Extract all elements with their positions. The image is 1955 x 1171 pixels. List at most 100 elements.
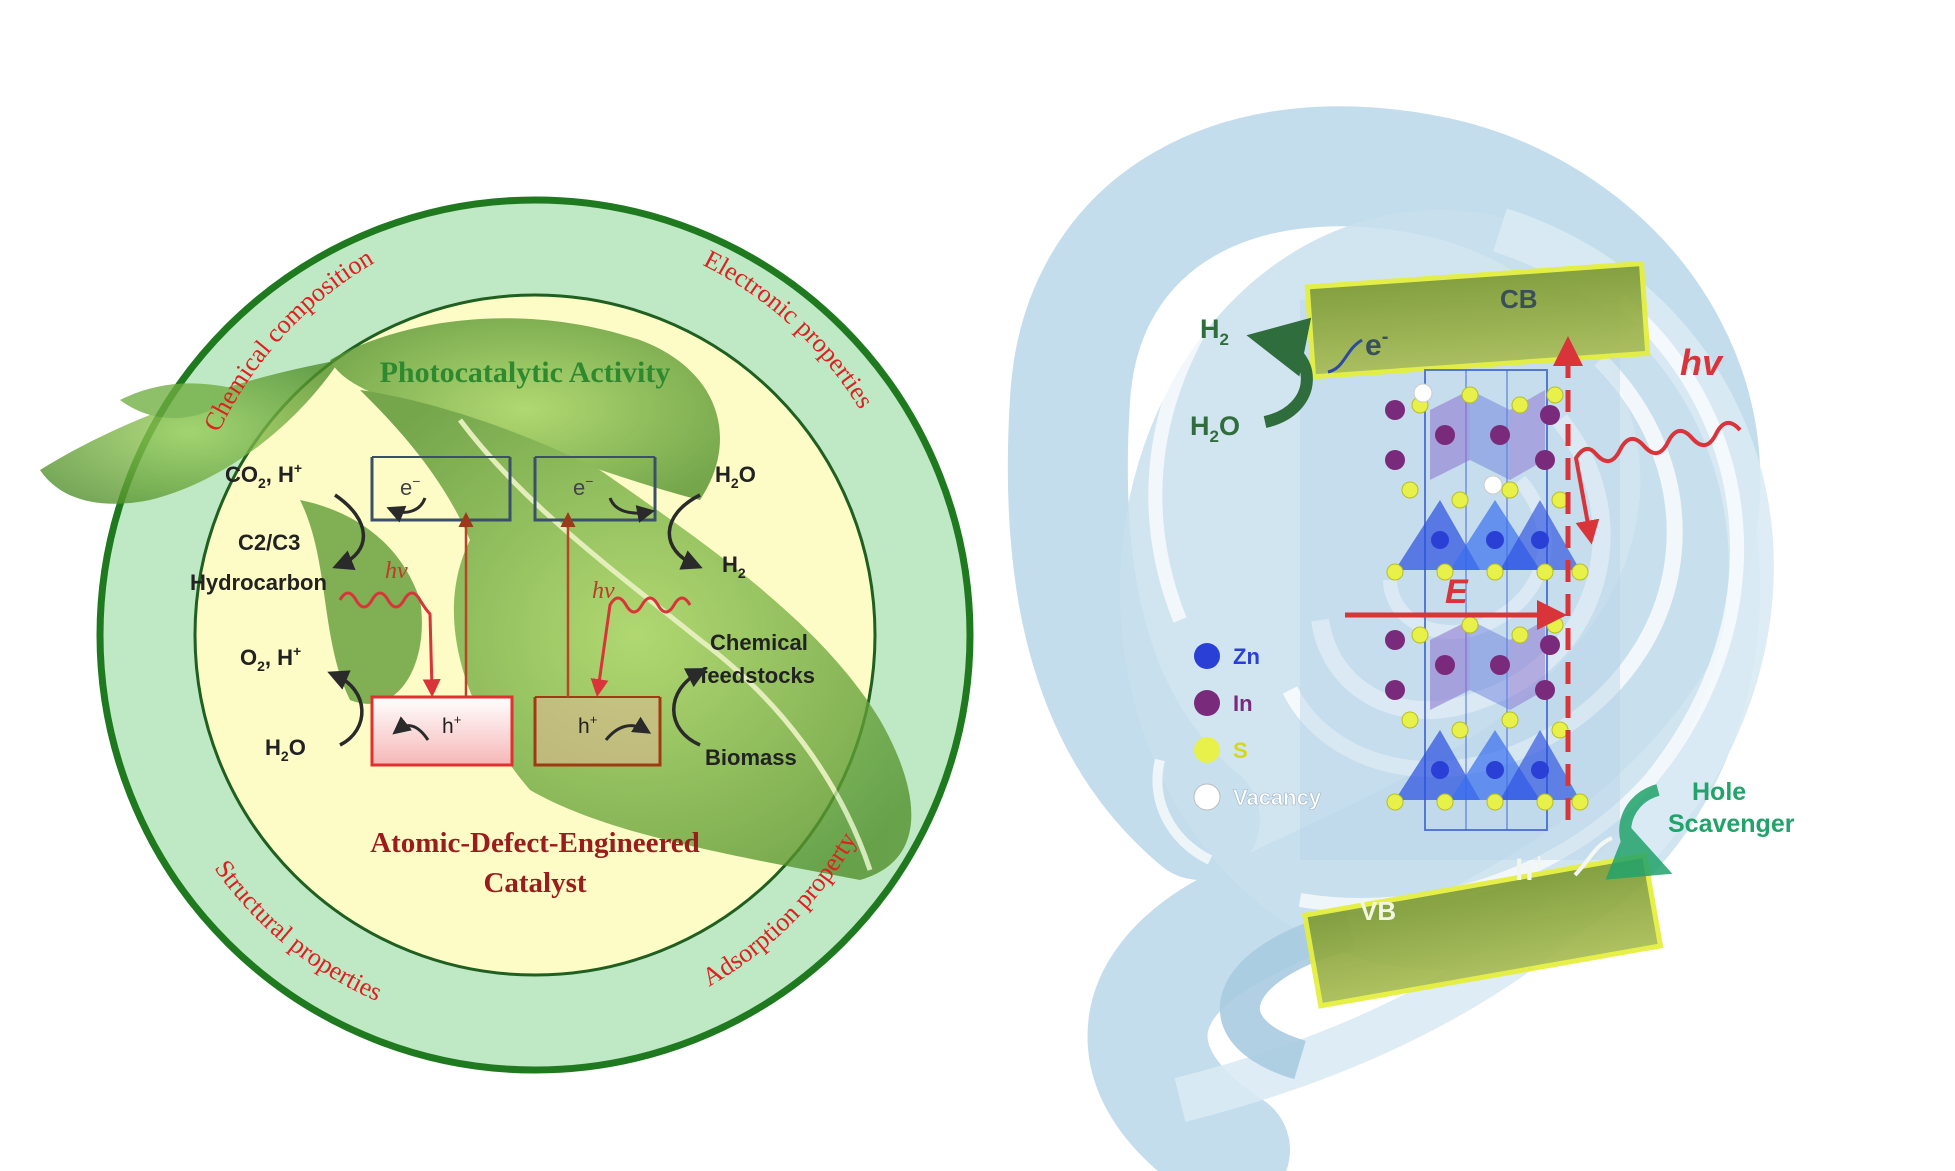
- electron-label-cb: e-: [1365, 326, 1388, 362]
- product-hydrocarbon: Hydrocarbon: [190, 570, 327, 595]
- electron-arrow-left: [386, 497, 427, 523]
- legend-marker-in: [1194, 690, 1220, 716]
- electron-label-left: e−: [400, 473, 420, 500]
- water-oxidation-arrow: [327, 670, 364, 747]
- hole-scavenger-line1: Hole: [1692, 778, 1746, 806]
- s-atom: [1461, 616, 1479, 634]
- hv-label-right-panel: hv: [1680, 342, 1724, 383]
- zn-atom: [1486, 531, 1504, 549]
- electron-label-right: e−: [573, 473, 593, 500]
- in-atom: [1490, 425, 1510, 445]
- in-atom: [1490, 655, 1510, 675]
- leaf-image: [40, 318, 912, 880]
- title-catalyst: Catalyst: [483, 867, 586, 899]
- s-atom: [1546, 616, 1564, 634]
- swirl-background: [1007, 106, 1774, 1171]
- in-atom: [1435, 655, 1455, 675]
- s-atom: [1536, 793, 1554, 811]
- in-atom: [1385, 680, 1405, 700]
- vacancy-site: [1483, 475, 1503, 495]
- electron-arrow-right: [608, 497, 656, 523]
- vb-label: VB: [1360, 896, 1396, 926]
- legend-label-zn: Zn: [1233, 644, 1260, 669]
- s-atom: [1536, 563, 1554, 581]
- s-atom: [1486, 793, 1504, 811]
- photon-wave-right-panel: [1573, 421, 1742, 545]
- hole-label-left: h+: [442, 712, 461, 738]
- product-feedstocks: feedstocks: [700, 663, 815, 688]
- zn-atom: [1431, 531, 1449, 549]
- product-h2-right: H2: [1200, 314, 1229, 349]
- s-atom: [1546, 386, 1564, 404]
- s-atom: [1501, 481, 1519, 499]
- title-atomic-defect-engineered: Atomic-Defect-Engineered: [370, 827, 700, 859]
- s-atom: [1401, 481, 1419, 499]
- in-atom: [1435, 425, 1455, 445]
- s-atom: [1571, 563, 1589, 581]
- cb-box-left: [370, 457, 512, 522]
- reactant-biomass: Biomass: [705, 745, 797, 770]
- in-atom: [1540, 635, 1560, 655]
- legend-marker-zn: [1194, 643, 1220, 669]
- biomass-conversion-arrow: [672, 668, 708, 747]
- hole-label-vb: h+: [1515, 851, 1545, 887]
- s-atom: [1436, 793, 1454, 811]
- in-atom: [1385, 450, 1405, 470]
- hole-arrow-left: [392, 716, 430, 741]
- h2-evolution-arrow: [667, 493, 703, 570]
- photon-wave-right: [590, 596, 692, 698]
- water-reduction-arrow: [1246, 317, 1313, 428]
- in-atom: [1535, 450, 1555, 470]
- zn-atom: [1531, 761, 1549, 779]
- s-atom: [1451, 491, 1469, 509]
- valence-band: [1301, 852, 1664, 1009]
- cb-box-right: [533, 457, 657, 522]
- s-atom: [1511, 626, 1529, 644]
- product-o2: O2, H+: [240, 643, 301, 674]
- hole-arrow-right: [604, 716, 652, 741]
- hole-scavenger-arrow: [1605, 784, 1673, 880]
- reactant-h2o-right-panel: H2O: [1190, 411, 1240, 446]
- product-h2: H2: [722, 552, 746, 581]
- s-atom: [1386, 563, 1404, 581]
- vb-box-left: [370, 695, 514, 767]
- vacancy-site: [1413, 383, 1433, 403]
- s-atom: [1411, 626, 1429, 644]
- title-photocatalytic-activity: Photocatalytic Activity: [380, 356, 671, 389]
- zn-atom: [1486, 761, 1504, 779]
- left-panel: Chemical composition Electronic properti…: [40, 196, 974, 1074]
- in-atom: [1385, 630, 1405, 650]
- s-atom: [1401, 711, 1419, 729]
- hole-scavenger-line2: Scavenger: [1668, 810, 1795, 838]
- hole-label-right: h+: [578, 712, 597, 738]
- hv-label-left: hν: [385, 558, 408, 584]
- electron-transfer-arrow: [1327, 338, 1363, 374]
- s-atom: [1486, 563, 1504, 581]
- electric-field-label: E: [1445, 573, 1469, 611]
- zn-atom: [1531, 531, 1549, 549]
- in-atom: [1385, 400, 1405, 420]
- product-c2c3: C2/C3: [238, 530, 300, 555]
- s-atom: [1451, 721, 1469, 739]
- reactant-co2: CO2, H+: [225, 460, 302, 491]
- s-atom: [1461, 386, 1479, 404]
- vb-box-right: [533, 697, 662, 767]
- cb-label: CB: [1500, 284, 1538, 314]
- zn-atom: [1431, 761, 1449, 779]
- s-atom: [1501, 711, 1519, 729]
- legend-label-vacancy: Vacancy: [1233, 785, 1322, 810]
- reactant-h2o-right: H2O: [715, 462, 756, 491]
- hv-label-right: hν: [592, 578, 615, 604]
- s-atom: [1386, 793, 1404, 811]
- legend-label-s: S: [1233, 738, 1248, 763]
- in-atom: [1535, 680, 1555, 700]
- product-chemical: Chemical: [710, 630, 808, 655]
- s-atom: [1436, 563, 1454, 581]
- s-atom: [1511, 396, 1529, 414]
- photon-wave-left: [338, 591, 441, 698]
- atom-legend: Zn In S Vacancy: [1193, 643, 1322, 811]
- legend-marker-vacancy: [1193, 783, 1221, 811]
- in-atom: [1540, 405, 1560, 425]
- reactant-h2o-left: H2O: [265, 735, 306, 764]
